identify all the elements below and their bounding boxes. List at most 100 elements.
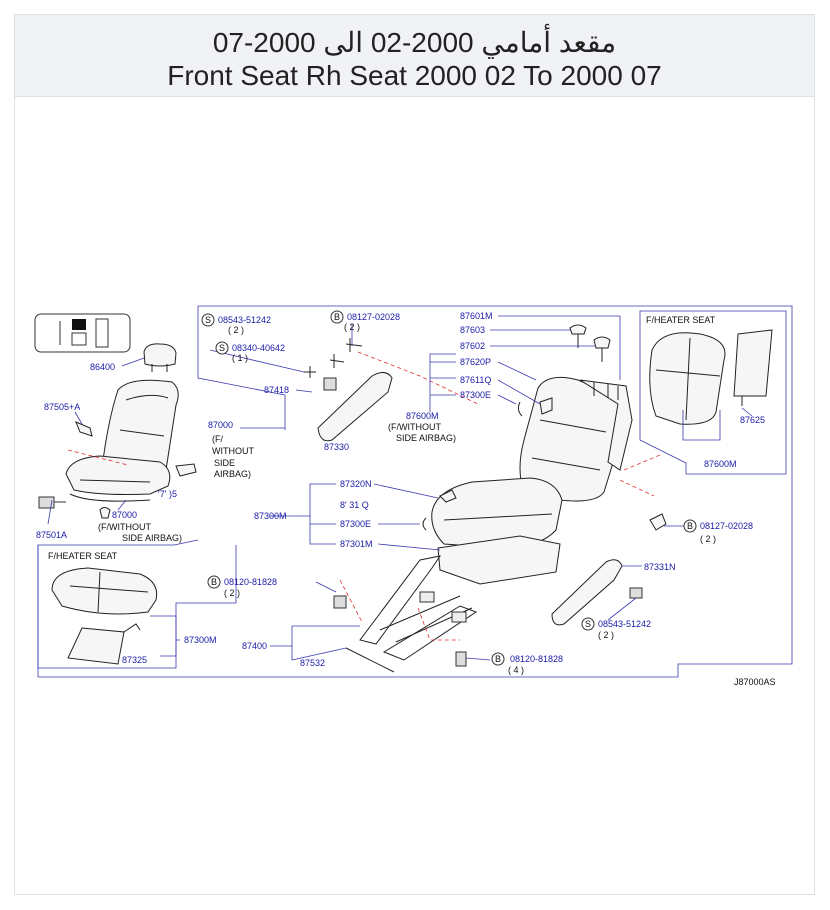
page-title-arabic: مقعد أمامي 2000-02 الى 2000-07 — [212, 27, 617, 58]
note-without-side-airbag-b: SIDE AIRBAG) — [122, 533, 182, 543]
label-87325: 87325 — [122, 655, 147, 665]
label-87611Q: 87611Q — [460, 375, 491, 385]
clip-87602-part — [593, 336, 611, 362]
leader-lines — [47, 315, 753, 661]
page-title-english: Front Seat Rh Seat 2000 02 To 2000 07 — [167, 60, 662, 91]
label-87602: 87602 — [460, 341, 485, 351]
bolt-qty-08127-right: ( 2 ) — [700, 534, 716, 544]
bolt-code-08543-bottom: 08543-51242 — [598, 619, 651, 629]
screw-parts — [304, 338, 363, 378]
cover-87611Q-part — [539, 397, 553, 415]
rail-guide-line — [339, 579, 460, 641]
backrest-guide-line — [619, 454, 661, 497]
label-87000: 87000 — [208, 420, 233, 430]
bolt-qty-08543-bottom: ( 2 ) — [598, 630, 614, 640]
label-87300M-main: 87300M — [254, 511, 287, 521]
diagram-code: J87000AS — [734, 677, 776, 687]
bolt-code-08127-right: 08127-02028 — [700, 521, 753, 531]
label-87400: 87400 — [242, 641, 267, 651]
marker-s: S — [205, 315, 211, 325]
clip-87320N-part — [439, 489, 457, 503]
diagram-boundary — [37, 305, 793, 678]
callout-08120-left: B 08120-81828 ( 2 ) — [207, 575, 277, 598]
bolt-qty-08120-left: ( 2 ) — [224, 588, 240, 598]
boundary-line — [197, 306, 286, 430]
label-87505A: 87505+A — [44, 402, 80, 412]
bolt-08127-part — [649, 513, 667, 531]
rod-87532-part — [345, 647, 395, 673]
note-without-side-airbag-a: (F/WITHOUT — [98, 522, 151, 532]
callout-08127-top: B 08127-02028 ( 2 ) — [330, 310, 400, 332]
heater-box-right — [639, 310, 787, 475]
label-87331N: 87331N — [644, 562, 676, 572]
marker-b: B — [211, 577, 217, 587]
label-86400: 86400 — [90, 362, 115, 372]
note-airbag-4: AIRBAG) — [214, 469, 251, 479]
label-87532: 87532 — [300, 658, 325, 668]
label-87300M-heater: 87300M — [184, 635, 217, 645]
label-87418: 87418 — [264, 385, 289, 395]
bolt-qty-08120-bottom: ( 4 ) — [508, 665, 524, 675]
bolt-87501A-part — [38, 496, 66, 509]
assembly-guide-line — [357, 351, 481, 406]
label-87331Q: 8' 31 Q — [340, 500, 369, 510]
marker-s: S — [585, 619, 591, 629]
label-87501A: 87501A — [36, 530, 67, 540]
note-airbag-3: SIDE — [214, 458, 235, 468]
label-87000-left: 87000 — [112, 510, 137, 520]
bolt-code-08127-top: 08127-02028 — [347, 312, 400, 322]
clip-8705-part — [175, 463, 197, 477]
label-87600M-main: 87600M — [406, 411, 439, 421]
note-without-side-airbag-c: (F/WITHOUT — [388, 422, 441, 432]
clip-87300E-b-part — [422, 517, 427, 531]
bolt-code-08340: 08340-40642 — [232, 343, 285, 353]
vehicle-thumbnail-icon — [34, 313, 131, 353]
page-header: مقعد أمامي 2000-02 الى 2000-07 Front Sea… — [15, 15, 814, 97]
label-87300E-back: 87300E — [460, 390, 491, 400]
heater-seat-header-right: F/HEATER SEAT — [646, 315, 716, 325]
cover-87000-part — [99, 507, 111, 519]
bolt-rail-part — [333, 595, 467, 667]
label-87600M-heater: 87600M — [704, 459, 737, 469]
heater-seat-back-part — [649, 329, 773, 425]
bolt-code-08120-left: 08120-81828 — [224, 577, 277, 587]
clip-87505-part — [75, 421, 93, 437]
bolt-qty-08340: ( 1 ) — [232, 353, 248, 363]
note-airbag-1: (F/ — [212, 434, 223, 444]
bolt-code-08543-top: 08543-51242 — [218, 315, 271, 325]
bolt-87418-part — [323, 377, 337, 391]
headrest-part — [143, 343, 177, 372]
label-8705: '7' )5 — [158, 489, 177, 499]
callout-08543-bottom: S 08543-51242 ( 2 ) — [581, 617, 651, 640]
label-87330: 87330 — [324, 442, 349, 452]
clip-87300E-part — [517, 401, 523, 417]
bolt-qty-08127-top: ( 2 ) — [344, 322, 360, 332]
label-87301M: 87301M — [340, 539, 373, 549]
callout-08340: S 08340-40642 ( 1 ) — [215, 341, 285, 363]
left-seat-assembly — [65, 379, 179, 502]
heater-seat-header-left: F/HEATER SEAT — [48, 551, 118, 561]
side-trim-87331N-part — [551, 559, 643, 626]
bolt-qty-08543-top: ( 2 ) — [228, 325, 244, 335]
note-without-side-airbag-d: SIDE AIRBAG) — [396, 433, 456, 443]
marker-b: B — [495, 654, 501, 664]
seat-rails-87400-part — [359, 555, 478, 661]
heater-pad-87325-part — [67, 623, 141, 665]
heater-seat-cushion-part — [51, 567, 158, 615]
marker-b: B — [334, 312, 340, 322]
callout-08543-top: S 08543-51242 ( 2 ) — [201, 313, 271, 335]
bolt-code-08120-bottom: 08120-81828 — [510, 654, 563, 664]
label-87300E-cushion: 87300E — [340, 519, 371, 529]
note-airbag-2: WITHOUT — [212, 446, 254, 456]
cushion-frame-part — [437, 535, 561, 585]
clip-87603-part — [569, 324, 587, 348]
label-87625: 87625 — [740, 415, 765, 425]
callout-08120-bottom: B 08120-81828 ( 4 ) — [491, 652, 563, 675]
callout-08127-right: B 08127-02028 ( 2 ) — [683, 519, 753, 544]
label-87320N: 87320N — [340, 479, 372, 489]
marker-b: B — [687, 521, 693, 531]
marker-s: S — [219, 343, 225, 353]
label-87603: 87603 — [460, 325, 485, 335]
label-87601M: 87601M — [460, 311, 493, 321]
